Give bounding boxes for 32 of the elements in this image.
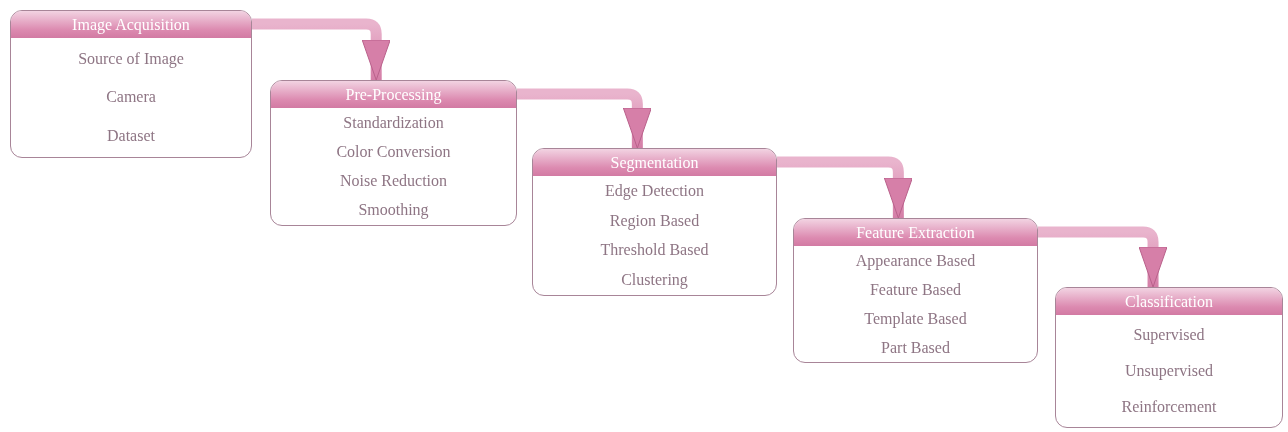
stage-item: Edge Detection: [604, 181, 705, 200]
stage-item: Part Based: [881, 338, 950, 357]
stage-title: Feature Extraction: [794, 219, 1037, 246]
stage-box: [270, 80, 517, 226]
stage-item: Region Based: [609, 211, 700, 230]
stage-item: Source of Image: [78, 50, 184, 69]
arrow: [1038, 226, 1168, 288]
stage-title: Classification: [1056, 288, 1282, 315]
arrow: [777, 156, 913, 219]
stage-item: Noise Reduction: [339, 172, 448, 191]
arrow: [252, 18, 391, 81]
stage-item: Supervised: [1133, 326, 1205, 344]
stage-item: Unsupervised: [1125, 362, 1213, 380]
stage-title: Pre-Processing: [271, 81, 516, 108]
stage-item: Color Conversion: [336, 142, 451, 161]
stage-item: Smoothing: [358, 201, 429, 220]
stage-item: Dataset: [107, 126, 155, 145]
stage-item: Reinforcement: [1121, 398, 1217, 416]
stage-item: Clustering: [621, 271, 688, 290]
stage-item: Appearance Based: [855, 251, 976, 270]
stage-item: Threshold Based: [600, 241, 709, 260]
stage-item: Feature Based: [869, 280, 962, 299]
stage-title: Image Acquisition: [11, 11, 251, 38]
stage-box: [532, 148, 777, 296]
stage-title: Segmentation: [533, 149, 776, 176]
stage-item: Standardization: [343, 113, 444, 132]
stage-box: [793, 218, 1038, 363]
stage-item: Template Based: [864, 309, 967, 328]
stage-item: Camera: [106, 88, 156, 107]
stage-box: [1055, 287, 1283, 428]
arrow: [517, 88, 652, 149]
stage-box: [10, 10, 252, 158]
